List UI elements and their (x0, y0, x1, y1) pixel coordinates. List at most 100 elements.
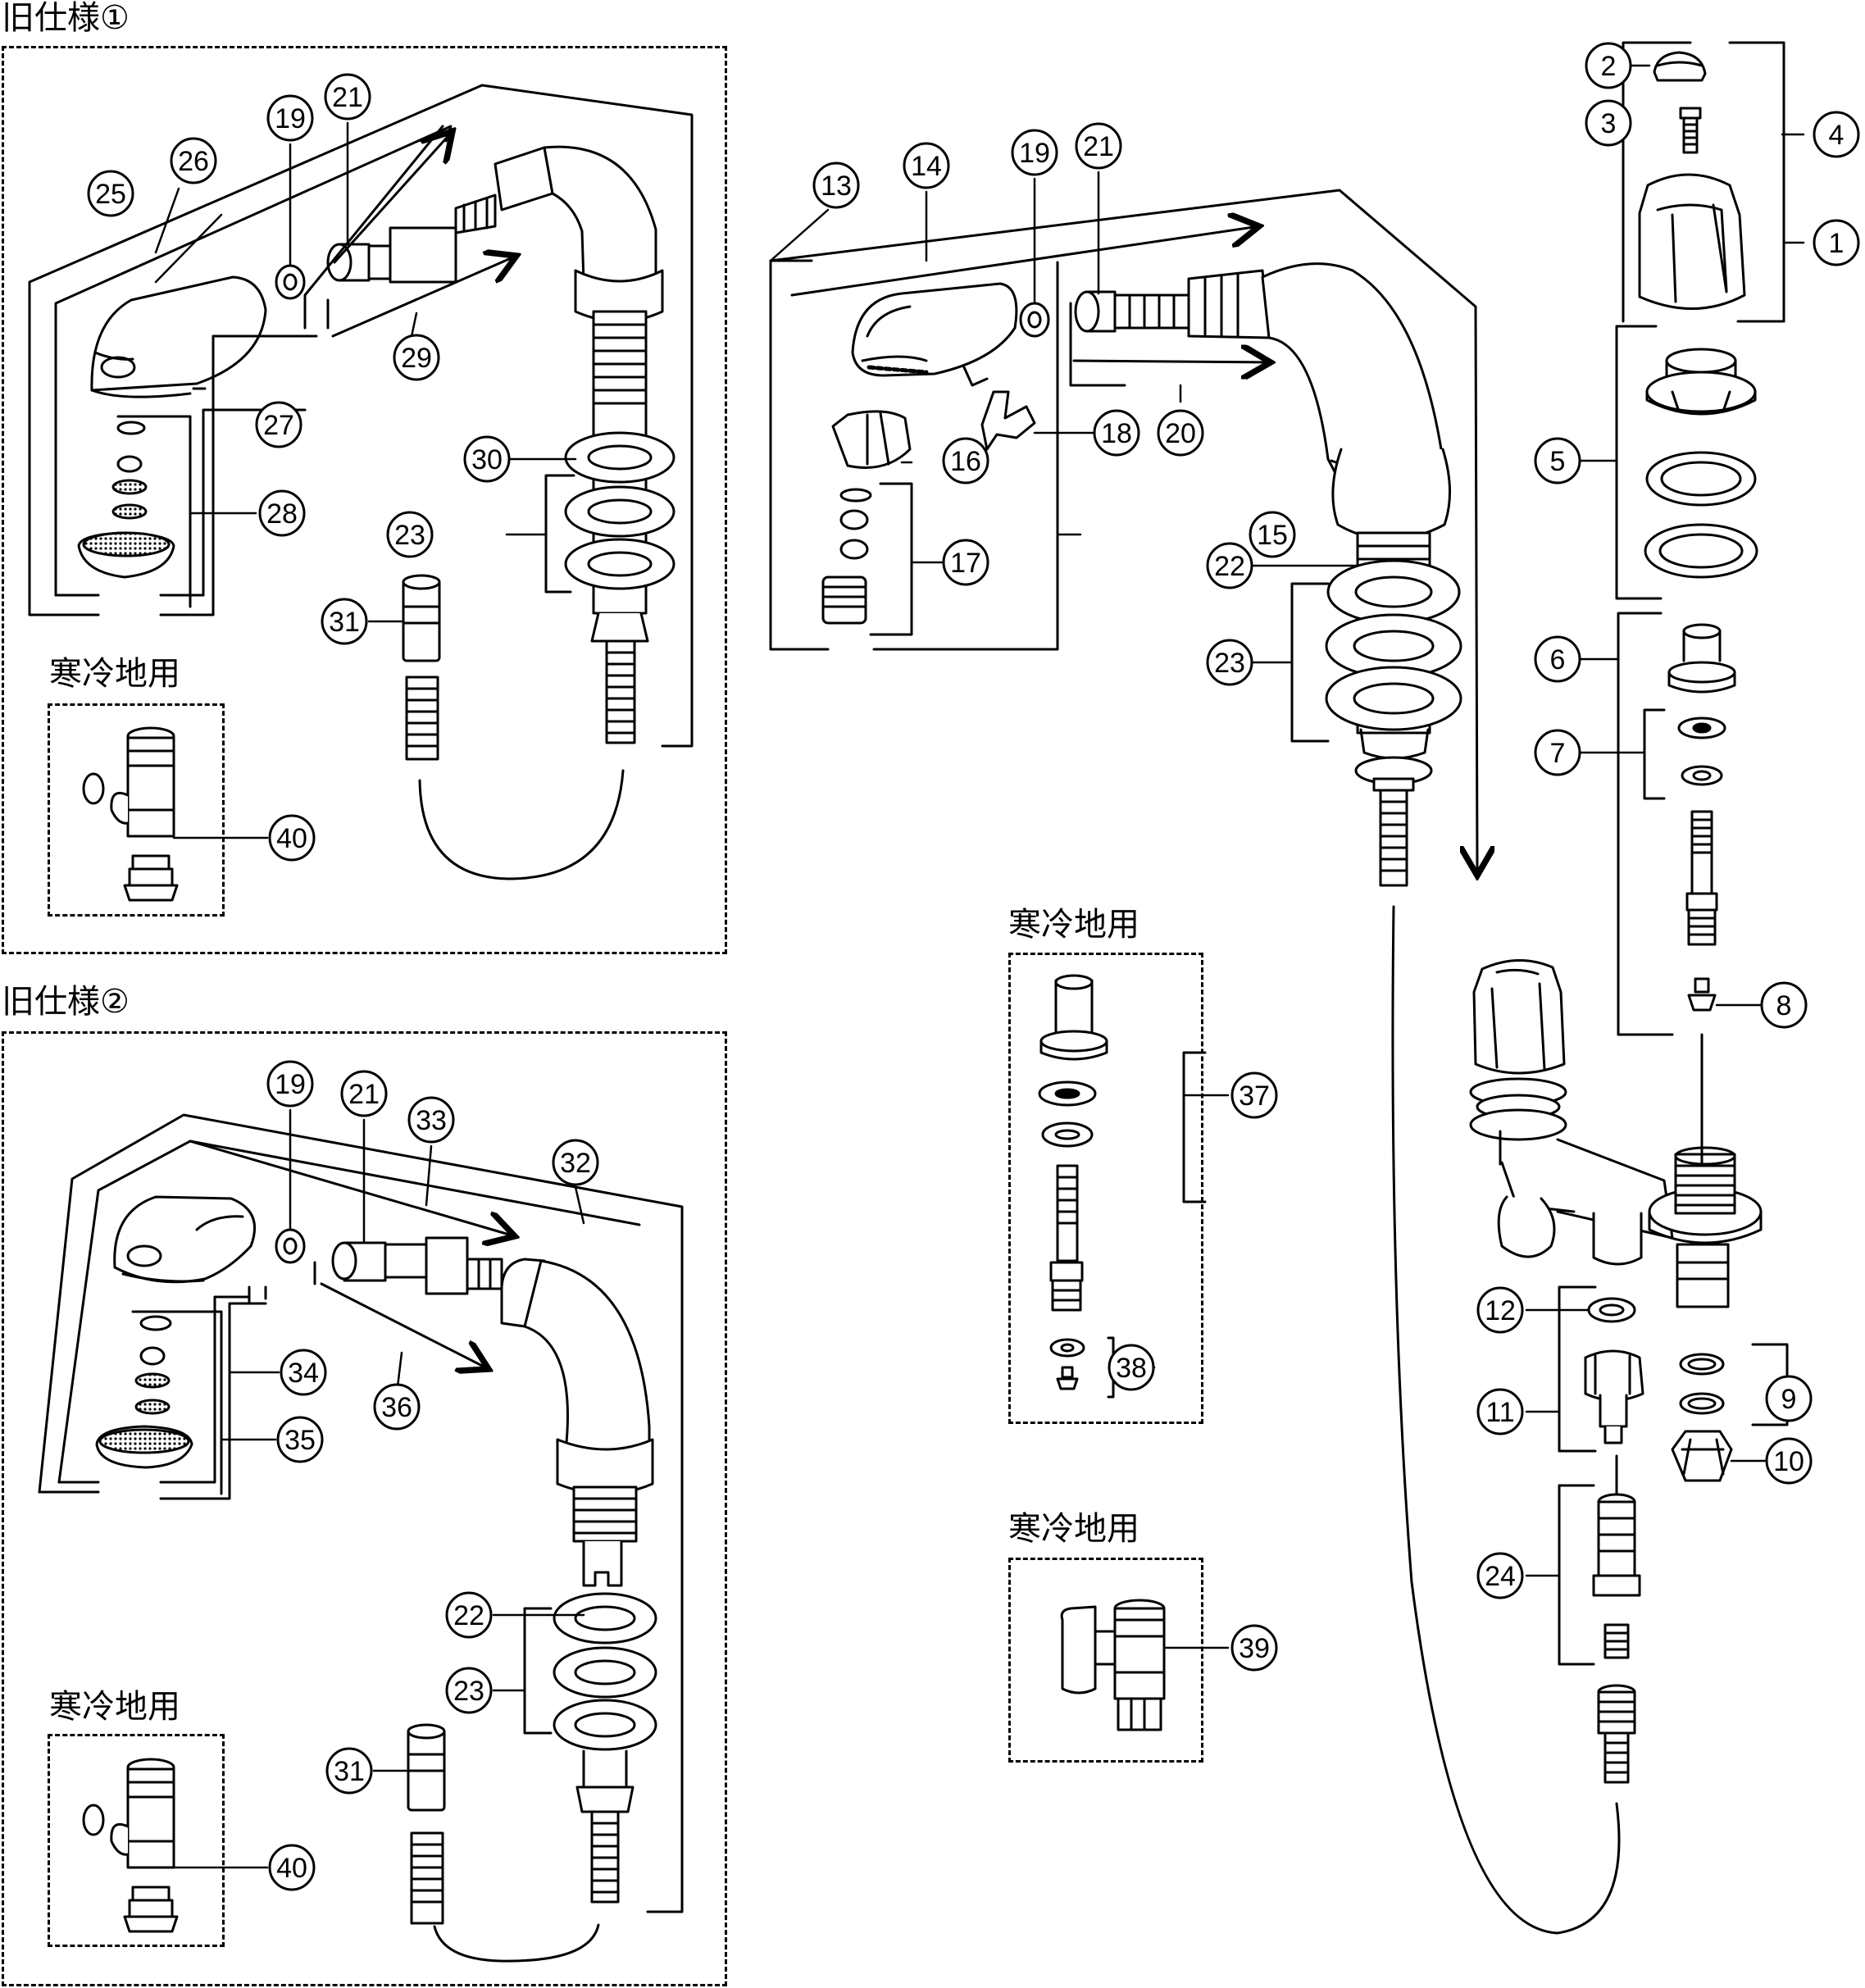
part-callout-old_spec_1-26: 26 (170, 137, 217, 184)
cold-region-title-b: 寒冷地用 (49, 1688, 180, 1726)
callout-number: 15 (1257, 520, 1288, 551)
callout-number: 18 (1101, 418, 1132, 449)
callout-number: 36 (381, 1392, 412, 1423)
handle-knob-part (1638, 173, 1746, 310)
callout-circle (1206, 542, 1253, 589)
part-callout-old_spec_2-40: 40 (268, 1844, 316, 1891)
callout-circle (445, 1667, 493, 1714)
callout-number: 8 (1776, 990, 1792, 1021)
part-callout-main-15: 15 (1249, 511, 1296, 558)
part-callout-main-16: 16 (942, 437, 989, 484)
callout-number: 10 (1773, 1446, 1804, 1477)
joint-24-part (1592, 1493, 1641, 1659)
part-callout-main-8: 8 (1760, 981, 1808, 1029)
part-callout-old_spec_1-27: 27 (255, 401, 302, 448)
part-callout-main-11: 11 (1476, 1388, 1524, 1435)
cold-region-title-c: 寒冷地用 (1008, 906, 1139, 944)
part-callout-main-12: 12 (1476, 1286, 1524, 1334)
callout-circle (255, 401, 302, 448)
old-spec-2-box (2, 1031, 727, 1986)
part-callout-main-20: 20 (1157, 409, 1204, 457)
cap-nut-part (1671, 1430, 1733, 1482)
part-callout-main-3: 3 (1585, 99, 1632, 147)
callout-number: 25 (95, 179, 126, 210)
part-callout-old_spec_2-33: 33 (407, 1096, 455, 1144)
part-callout-cold_region-38: 38 (1108, 1344, 1155, 1391)
spindle-washer-part (1687, 977, 1717, 1012)
callout-circle (552, 1139, 599, 1186)
old1-nozzle-parts (77, 421, 175, 579)
callout-circle (1230, 1624, 1278, 1672)
part-callout-old_spec_1-31: 31 (321, 598, 368, 645)
callout-number: 31 (329, 607, 360, 638)
o-ring-set-part (1679, 1353, 1725, 1415)
callout-number: 7 (1550, 738, 1566, 769)
old-spec-1-title: 旧仕様① (2, 0, 130, 37)
callout-circle (258, 489, 306, 537)
part-callout-old_spec_2-23: 23 (445, 1667, 493, 1714)
part-callout-main-24: 24 (1476, 1552, 1524, 1599)
part-callout-old_spec_2-36: 36 (373, 1383, 421, 1431)
part-callout-main-13: 13 (812, 161, 860, 209)
cold-spindle-37-part (1038, 974, 1108, 1312)
callout-number: 33 (416, 1105, 447, 1136)
old-spec-1-box (2, 46, 727, 954)
callout-circle (321, 598, 368, 645)
callout-circle (373, 1383, 421, 1431)
part-callout-main-9: 9 (1765, 1375, 1813, 1422)
callout-circle (1011, 129, 1058, 176)
callout-number: 20 (1165, 418, 1196, 449)
callout-circle (942, 437, 989, 484)
callout-circle (1206, 639, 1253, 686)
handle-screw-part (1679, 107, 1702, 154)
callout-circle (1230, 1071, 1278, 1119)
clip-18-part (980, 390, 1036, 451)
cold-washer-38-part (1049, 1338, 1085, 1390)
callout-circle (1157, 409, 1204, 457)
callout-circle (1534, 437, 1581, 484)
old1-shower-head-part (90, 275, 267, 398)
callout-circle (1093, 409, 1140, 457)
callout-circle (268, 814, 316, 862)
callout-number: 11 (1485, 1397, 1514, 1428)
callout-number: 27 (263, 410, 294, 441)
callout-number: 19 (275, 103, 306, 134)
callout-circle (903, 142, 950, 189)
callout-number: 5 (1550, 446, 1566, 477)
cold-region-title-a: 寒冷地用 (49, 655, 180, 693)
cold-region-title-d: 寒冷地用 (1008, 1510, 1139, 1548)
washer-set-part (1677, 716, 1726, 786)
callout-circle (266, 1060, 314, 1108)
callout-circle (1534, 635, 1581, 683)
callout-circle (325, 1747, 373, 1795)
part-callout-old_spec_2-34: 34 (280, 1349, 327, 1396)
callout-circle (1813, 219, 1860, 266)
callout-number: 22 (1214, 551, 1245, 582)
callout-number: 23 (394, 520, 425, 551)
callout-circle (340, 1070, 388, 1117)
callout-circle (1108, 1344, 1155, 1391)
old1-packing-19-part (275, 264, 306, 300)
part-callout-old_spec_1-21: 21 (324, 73, 371, 121)
callout-number: 31 (334, 1756, 365, 1787)
callout-circle (812, 161, 860, 209)
callout-number: 23 (1214, 648, 1245, 679)
callout-number: 30 (471, 444, 503, 475)
spindle-guide-part (1667, 623, 1736, 694)
spout-washers-part (1325, 559, 1462, 760)
old1-connector-21-part (326, 146, 554, 284)
callout-number: 12 (1485, 1295, 1516, 1326)
part-callout-old_spec_2-19: 19 (266, 1060, 314, 1108)
callout-circle (268, 1844, 316, 1891)
part-callout-cold_region-37: 37 (1230, 1071, 1278, 1119)
part-callout-main-18: 18 (1093, 409, 1140, 457)
packing-nut-parts (1644, 348, 1758, 579)
part-callout-main-5: 5 (1534, 437, 1581, 484)
part-callout-old_spec_2-32: 32 (552, 1139, 599, 1186)
callout-number: 19 (275, 1069, 306, 1100)
part-callout-main-19: 19 (1011, 129, 1058, 176)
callout-circle (1765, 1437, 1813, 1485)
callout-number: 3 (1601, 108, 1617, 139)
part-callout-old_spec_1-28: 28 (258, 489, 306, 537)
